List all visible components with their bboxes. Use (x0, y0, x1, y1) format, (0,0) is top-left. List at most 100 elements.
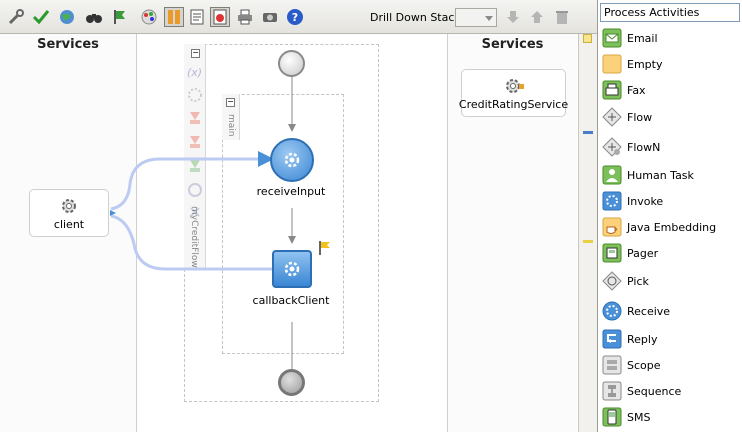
java-icon (602, 217, 622, 237)
palette-item-sms[interactable]: SMS (602, 405, 740, 429)
gear-icon (284, 152, 300, 168)
palette-item-label: FlowN (627, 140, 661, 154)
services-right-title: Services (481, 37, 544, 52)
validate-icon[interactable] (6, 7, 26, 27)
gear-icon (505, 78, 524, 93)
palette-item-label: Receive (627, 304, 671, 318)
help-icon[interactable]: ? (285, 7, 305, 27)
palette-item-label: Empty (627, 57, 663, 71)
chevron-down-icon (485, 16, 493, 21)
palette-item-label: Sequence (627, 384, 682, 398)
clear-stack-icon[interactable] (552, 7, 572, 27)
reply-icon (602, 329, 622, 349)
palette-item-reply[interactable]: Reply (602, 327, 740, 351)
palette-item-invoke[interactable]: Invoke (602, 189, 740, 213)
pick-icon (602, 271, 622, 291)
palette-category-select[interactable]: Process Activities (600, 3, 740, 22)
overview-marker[interactable] (583, 131, 593, 134)
flown-icon (602, 137, 622, 157)
sms-icon (602, 407, 622, 427)
receive-input-activity[interactable] (270, 138, 314, 182)
component-palette: Process Activities Email Empty Fax Flow … (597, 0, 742, 432)
palette-item-label: Fax (627, 83, 646, 97)
palette-item-flown[interactable]: FlowN (602, 135, 740, 159)
end-node[interactable] (278, 369, 305, 396)
flow-diagram (110, 76, 296, 370)
palette-item-label: Human Task (627, 168, 694, 182)
palette-icon[interactable] (139, 7, 159, 27)
document-icon[interactable] (187, 7, 207, 27)
palette-item-label: Flow (627, 110, 653, 124)
overview-marker[interactable] (583, 240, 593, 243)
view-toggle-icon[interactable] (164, 7, 184, 27)
binoculars-icon[interactable] (84, 7, 104, 27)
process-side-strip (184, 44, 206, 270)
email-icon (602, 28, 622, 48)
credit-rating-label: CreditRatingService (458, 97, 569, 111)
overview-marker[interactable] (583, 34, 592, 43)
palette-item-label: Scope (627, 358, 661, 372)
palette-item-label: Invoke (627, 194, 664, 208)
toolbar: ? Drill Down Stack: (0, 0, 597, 34)
palette-item-empty[interactable]: Empty (602, 52, 740, 76)
fax-icon (602, 80, 622, 100)
palette-item-label: SMS (627, 410, 651, 424)
empty-icon (602, 54, 622, 74)
globe-icon[interactable] (57, 7, 77, 27)
drill-down-icon[interactable] (503, 7, 523, 27)
palette-item-email[interactable]: Email (602, 26, 740, 50)
palette-item-human-task[interactable]: Human Task (602, 163, 740, 187)
drill-down-label: Drill Down Stack: (370, 11, 465, 24)
sequence-icon (602, 381, 622, 401)
receive-input-label: receiveInput (256, 185, 326, 198)
receive-icon (602, 301, 622, 321)
client-service[interactable]: client (29, 189, 109, 237)
collapse-main-button[interactable]: − (226, 97, 235, 107)
svg-text:?: ? (292, 11, 298, 24)
palette-item-receive[interactable]: Receive (602, 299, 740, 323)
pager-icon (602, 243, 622, 263)
palette-item-label: Email (627, 31, 658, 45)
palette-item-label: Java Embedding (627, 220, 717, 234)
flow-icon (602, 107, 622, 127)
scope-icon (602, 355, 622, 375)
camera-icon[interactable] (260, 7, 280, 27)
check-icon[interactable] (31, 7, 51, 27)
palette-item-fax[interactable]: Fax (602, 78, 740, 102)
main-scope-label: main (226, 114, 236, 137)
main-scope[interactable] (222, 94, 344, 354)
collapse-process-button[interactable]: − (191, 48, 200, 58)
print-icon[interactable] (235, 7, 255, 27)
palette-item-label: Pager (627, 246, 659, 260)
warning-flag-icon[interactable] (318, 240, 332, 256)
drill-up-icon[interactable] (527, 7, 547, 27)
drill-down-select[interactable] (455, 8, 497, 27)
gear-icon (62, 198, 76, 213)
bpel-canvas[interactable]: Services client Services CreditRatingSer… (0, 34, 597, 432)
palette-item-scope[interactable]: Scope (602, 353, 740, 377)
credit-rating-service[interactable]: CreditRatingService (458, 69, 569, 117)
services-right-panel: Services CreditRatingService (447, 34, 577, 432)
palette-item-java-embedding[interactable]: Java Embedding (602, 215, 740, 239)
flag-icon[interactable] (110, 7, 130, 27)
process-name-label: myCreditFlow (189, 206, 199, 268)
palette-item-pick[interactable]: Pick (602, 269, 740, 293)
services-left-title: Services (37, 37, 99, 52)
invoke-icon (602, 191, 622, 211)
stop-icon[interactable] (210, 7, 230, 27)
callback-client-label: callbackClient (252, 294, 330, 307)
palette-item-sequence[interactable]: Sequence (602, 379, 740, 403)
start-node[interactable] (278, 50, 305, 77)
palette-item-label: Reply (627, 332, 658, 346)
variables-icon[interactable]: (x) (187, 66, 203, 79)
palette-item-flow[interactable]: Flow (602, 105, 740, 129)
human-task-icon (602, 165, 622, 185)
overview-scrollbar[interactable] (578, 34, 597, 432)
callback-client-activity[interactable] (272, 250, 312, 288)
client-label: client (53, 217, 85, 231)
palette-item-label: Pick (627, 274, 649, 288)
gear-icon (284, 261, 300, 277)
palette-item-pager[interactable]: Pager (602, 241, 740, 265)
process-strip-icons (188, 88, 202, 217)
services-left-panel: Services client (0, 34, 137, 432)
